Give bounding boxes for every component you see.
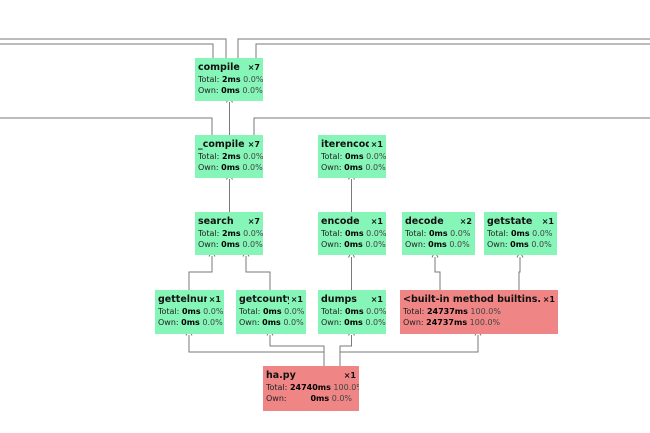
node-search[interactable]: search ×7 Total: 2ms 0.0% Own: 0ms 0.0% xyxy=(195,212,263,255)
node-name: dumps xyxy=(321,293,357,305)
edge-builtin-getstate xyxy=(519,257,520,290)
node-ha-py[interactable]: ha.py ×1 Total: 24740ms 100.0% Own: 0ms 0… xyxy=(263,366,359,411)
edge-into-_compile-right xyxy=(253,117,650,135)
node-name: ha.py xyxy=(266,369,296,381)
edge-hapy-gettelnum xyxy=(189,335,325,366)
node-name: _compile xyxy=(198,138,245,150)
total-row: Total: 24737ms 100.0% xyxy=(403,307,501,316)
call-count: ×7 xyxy=(247,216,260,226)
node-name: gettelnum xyxy=(158,293,207,305)
edge-into-compile-left-2 xyxy=(0,38,227,58)
edge-into-compile-right-2 xyxy=(255,43,650,58)
own-row: Own: 0ms 0.0% xyxy=(198,86,263,95)
call-count: ×1 xyxy=(541,216,554,226)
node-decode[interactable]: decode ×2 Total: 0ms 0.0% Own: 0ms 0.0% xyxy=(402,212,475,255)
own-row: Own: 0ms 0.0% xyxy=(487,240,552,249)
node-getstate[interactable]: getstate ×1 Total: 0ms 0.0% Own: 0ms 0.0% xyxy=(484,212,557,255)
call-count: ×1 xyxy=(290,294,303,304)
edge-into-compile-left xyxy=(0,43,214,58)
node-name: <built-in method builtins.input> xyxy=(403,293,541,305)
total-row: Total: 0ms 0.0% xyxy=(487,229,553,238)
own-row: Own: 0ms 0.0% xyxy=(239,318,304,327)
node-name: getcounty xyxy=(239,293,289,305)
call-count: ×7 xyxy=(247,62,260,72)
call-count: ×1 xyxy=(370,294,383,304)
node-getcounty[interactable]: getcounty×1 Total: 0ms 0.0% Own: 0ms 0.0… xyxy=(236,290,306,334)
total-row: Total: 2ms 0.0% xyxy=(198,75,263,84)
total-row: Total: 0ms 0.0% xyxy=(405,229,471,238)
node-encode[interactable]: encode ×1 Total: 0ms 0.0% Own: 0ms 0.0% xyxy=(318,212,386,255)
own-row: Own: 0ms 0.0% xyxy=(405,240,470,249)
own-row: Own: 0ms 0.0% xyxy=(321,240,386,249)
total-row: Total: 0ms 0.0% xyxy=(321,307,386,316)
own-row: Own: 0ms 0.0% xyxy=(321,163,386,172)
node-name: compile xyxy=(198,61,240,73)
total-row: Total: 0ms 0.0% xyxy=(321,152,386,161)
edge-getcounty-search xyxy=(246,256,271,290)
edge-into-compile-right xyxy=(237,38,650,58)
node-_compile[interactable]: _compile×7 Total: 2ms 0.0% Own: 0ms 0.0% xyxy=(195,135,263,178)
edge-gettelnum-search xyxy=(188,256,212,290)
total-row: Total: 0ms 0.0% xyxy=(321,229,386,238)
call-count: ×1 xyxy=(370,139,383,149)
own-row: Own: 0ms 0.0% xyxy=(266,394,353,403)
call-count: ×2 xyxy=(459,216,472,226)
edge-hapy-builtin xyxy=(339,335,478,366)
own-row: Own: 0ms 0.0% xyxy=(198,240,263,249)
edge-into-_compile-left xyxy=(0,117,213,135)
node-name: getstate xyxy=(487,215,533,227)
own-row: Own: 0ms 0.0% xyxy=(158,318,223,327)
own-row: Own: 0ms 0.0% xyxy=(321,318,386,327)
node-iterencode[interactable]: iterencode×1 Total: 0ms 0.0% Own: 0ms 0.… xyxy=(318,135,386,178)
total-row: Total: 0ms 0.0% xyxy=(158,307,224,316)
node-compile[interactable]: compile ×7 Total: 2ms 0.0% Own: 0ms 0.0% xyxy=(195,58,263,101)
edge-hapy-getcounty xyxy=(270,335,325,366)
total-row: Total: 2ms 0.0% xyxy=(198,152,263,161)
call-count: ×1 xyxy=(542,294,555,304)
call-count: ×1 xyxy=(208,294,221,304)
edge-builtin-decode xyxy=(435,257,441,290)
node-name: decode xyxy=(405,215,444,227)
call-count: ×7 xyxy=(247,139,260,149)
call-count: ×1 xyxy=(370,216,383,226)
edge-hapy-dumps xyxy=(339,335,352,366)
own-row: Own: 24737ms 100.0% xyxy=(403,318,501,327)
node-name: iterencode xyxy=(321,138,369,150)
node-builtin-input[interactable]: <built-in method builtins.input>×1 Total… xyxy=(400,290,558,334)
call-count: ×1 xyxy=(343,370,356,380)
node-name: search xyxy=(198,215,234,227)
total-row: Total: 0ms 0.0% xyxy=(239,307,305,316)
node-dumps[interactable]: dumps ×1 Total: 0ms 0.0% Own: 0ms 0.0% xyxy=(318,290,386,334)
total-row: Total: 24740ms 100.0% xyxy=(266,383,359,392)
node-gettelnum[interactable]: gettelnum×1 Total: 0ms 0.0% Own: 0ms 0.0… xyxy=(155,290,224,334)
node-name: encode xyxy=(321,215,360,227)
own-row: Own: 0ms 0.0% xyxy=(198,163,263,172)
total-row: Total: 2ms 0.0% xyxy=(198,229,263,238)
